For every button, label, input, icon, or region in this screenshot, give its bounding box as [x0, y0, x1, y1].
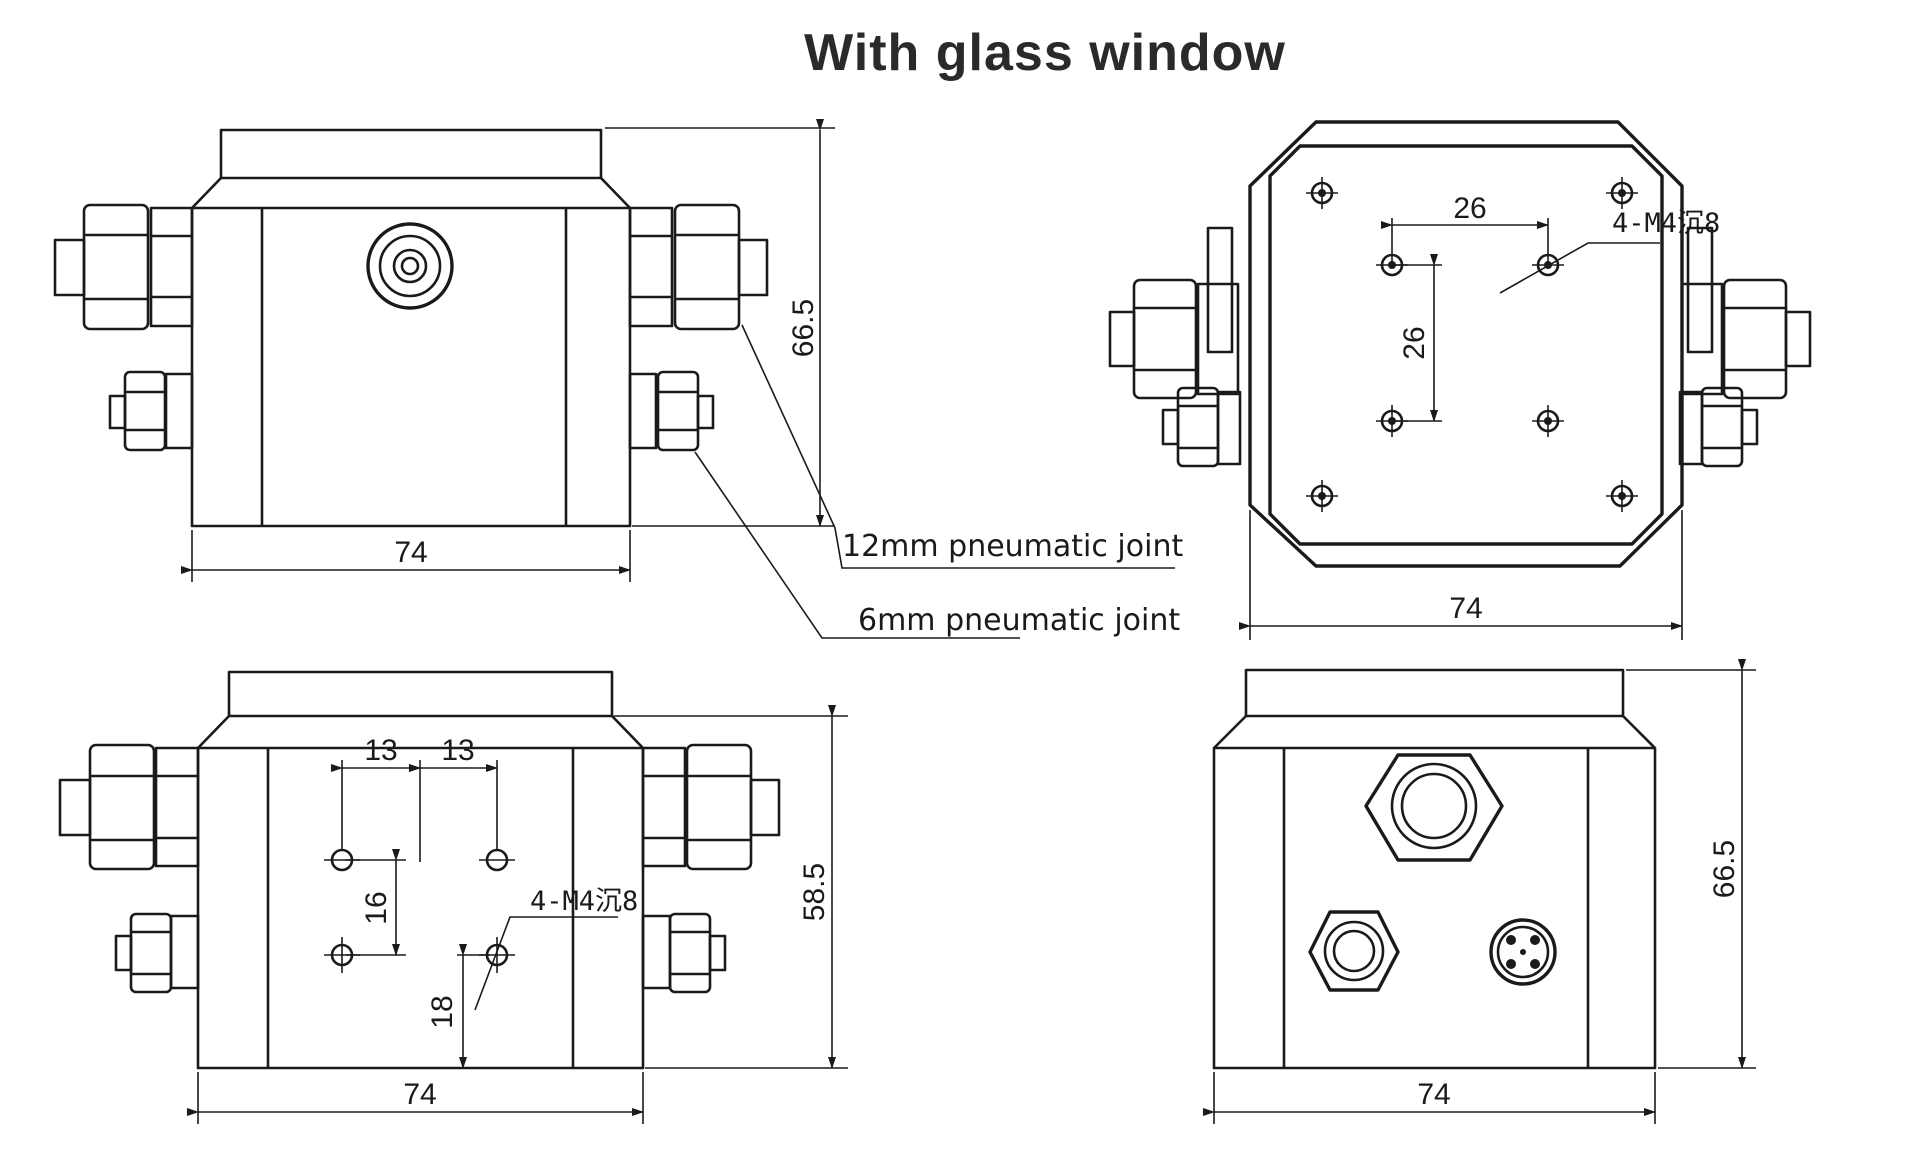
- top-hole-spacing-y: 26: [1398, 326, 1431, 359]
- cable-gland-large: [1364, 753, 1504, 862]
- cable-gland-small: [1308, 910, 1400, 992]
- callout-leaders: [694, 324, 1175, 639]
- bottom-height-dim: 58.5: [798, 863, 831, 921]
- top-view: 26 26 4-M4沉8 74: [1108, 120, 1812, 640]
- front-view: 74 66.5: [53, 119, 835, 582]
- front-height-dim: 66.5: [787, 299, 820, 357]
- fitting-12mm-left: [53, 203, 194, 331]
- side-height-dim: 66.5: [1708, 840, 1741, 898]
- bottom-view: 13 13 16 18 4-M4沉8 74 58.5: [58, 670, 848, 1124]
- front-width-dim: 74: [394, 536, 427, 569]
- top-corner-holes: [1306, 177, 1638, 512]
- m12-connector: [1489, 918, 1557, 986]
- bottom-hole-spacing-v: 16: [360, 891, 393, 924]
- bottom-hole-offset: 18: [426, 995, 459, 1028]
- top-mounting-holes: [1376, 253, 1564, 437]
- side-view: 74 66.5: [1203, 659, 1756, 1124]
- callout-12mm-joint: 12mm pneumatic joint: [842, 529, 1183, 564]
- top-width-dim: 74: [1449, 592, 1482, 625]
- bottom-hole-spacing-2: 13: [441, 734, 474, 767]
- side-width-dim: 74: [1417, 1078, 1450, 1111]
- top-hole-note: 4-M4沉8: [1612, 208, 1720, 239]
- fitting-12mm-right: [628, 203, 769, 331]
- callout-6mm-joint: 6mm pneumatic joint: [858, 603, 1180, 638]
- fitting-6mm-left: [108, 370, 194, 452]
- fitting-6mm-right: [628, 370, 715, 452]
- bottom-hole-spacing-1: 13: [364, 734, 397, 767]
- drawing-title: With glass window: [804, 24, 1286, 82]
- top-hole-spacing-x: 26: [1453, 192, 1486, 225]
- bottom-hole-note: 4-M4沉8: [530, 886, 638, 917]
- bottom-width-dim: 74: [403, 1078, 436, 1111]
